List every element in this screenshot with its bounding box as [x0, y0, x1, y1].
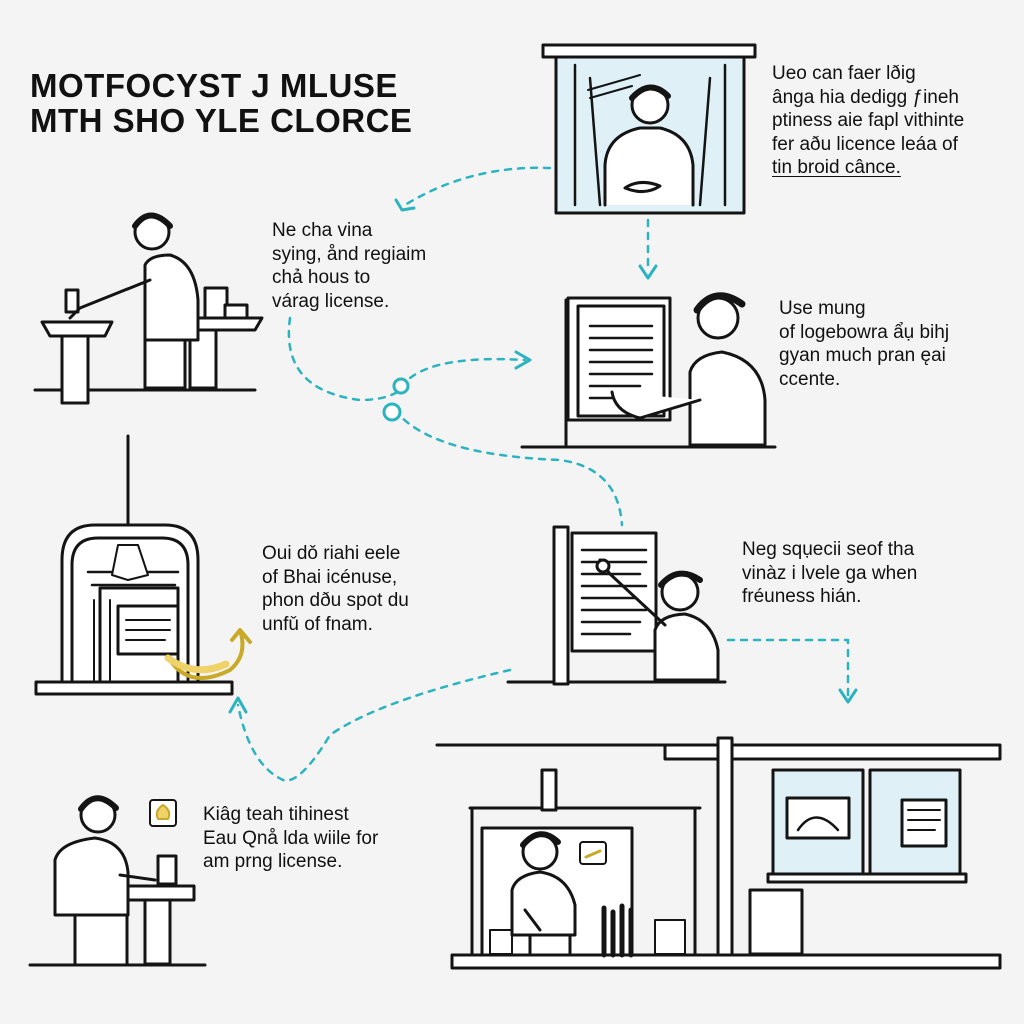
- connector-document-to-pointing: [393, 408, 624, 527]
- person-presenter: [603, 84, 695, 207]
- scene-person-pointing: [506, 525, 727, 686]
- person-office-worker: [510, 831, 577, 957]
- arrowhead-icon: [394, 198, 416, 212]
- page-title: MOTFOCYST J MLUSE MTH SHO YLE CLORCE: [30, 68, 412, 138]
- arrowhead-icon: [638, 264, 658, 280]
- lightbulb-icon: [149, 799, 177, 827]
- scene-person-lectern: [28, 795, 207, 967]
- scene-machine-booth: [34, 434, 252, 696]
- scene-person-document: [520, 292, 777, 449]
- flow-connectors: [236, 166, 850, 782]
- person-lectern-speaker: [53, 795, 157, 967]
- person-podium-speaker: [68, 212, 200, 390]
- step-caption-4: Oui dǒ riahi eele of Bhai icénuse, phon …: [262, 543, 409, 635]
- arrowhead-icon: [228, 696, 248, 714]
- scene-person-podium: [33, 212, 264, 405]
- step-caption-3: Use mung of logebowra ẩụ bihj gyan much …: [779, 298, 950, 390]
- step-caption-6: Kiâg teah tihinest Eau Qnå lda wiile for…: [203, 804, 379, 872]
- person-reader: [610, 292, 767, 447]
- connector-nodes: [382, 377, 410, 422]
- node-icon: [392, 377, 410, 395]
- step-caption-5: Neg sqụecii seof tha vinàz i lvele ga wh…: [742, 539, 918, 607]
- person-pointer: [595, 558, 720, 682]
- connector-pointing-to-office: [726, 638, 850, 697]
- connector-podium-to-document: [287, 316, 527, 402]
- curved-arrow-icon: [168, 628, 252, 680]
- title-line-1: MOTFOCYST J MLUSE: [30, 67, 398, 104]
- flow-arrowheads: [228, 198, 858, 714]
- arrowhead-icon: [838, 688, 858, 704]
- connector-pointing-to-booth: [236, 668, 512, 782]
- connector-window-to-podium: [403, 166, 552, 207]
- scene-presenter-window: [541, 43, 757, 215]
- scene-office: [435, 736, 1002, 970]
- step-caption-2: Ne cha vina sying, ånd regiaim chả hous …: [272, 220, 427, 312]
- speech-bubble-icon: [579, 841, 607, 865]
- arrowhead-icon: [514, 350, 532, 370]
- node-icon: [382, 402, 402, 422]
- title-line-2: MTH SHO YLE CLORCE: [30, 102, 413, 139]
- step-caption-1: Ueo can faer lðig ânga hia dedigg ƒineh …: [772, 63, 965, 178]
